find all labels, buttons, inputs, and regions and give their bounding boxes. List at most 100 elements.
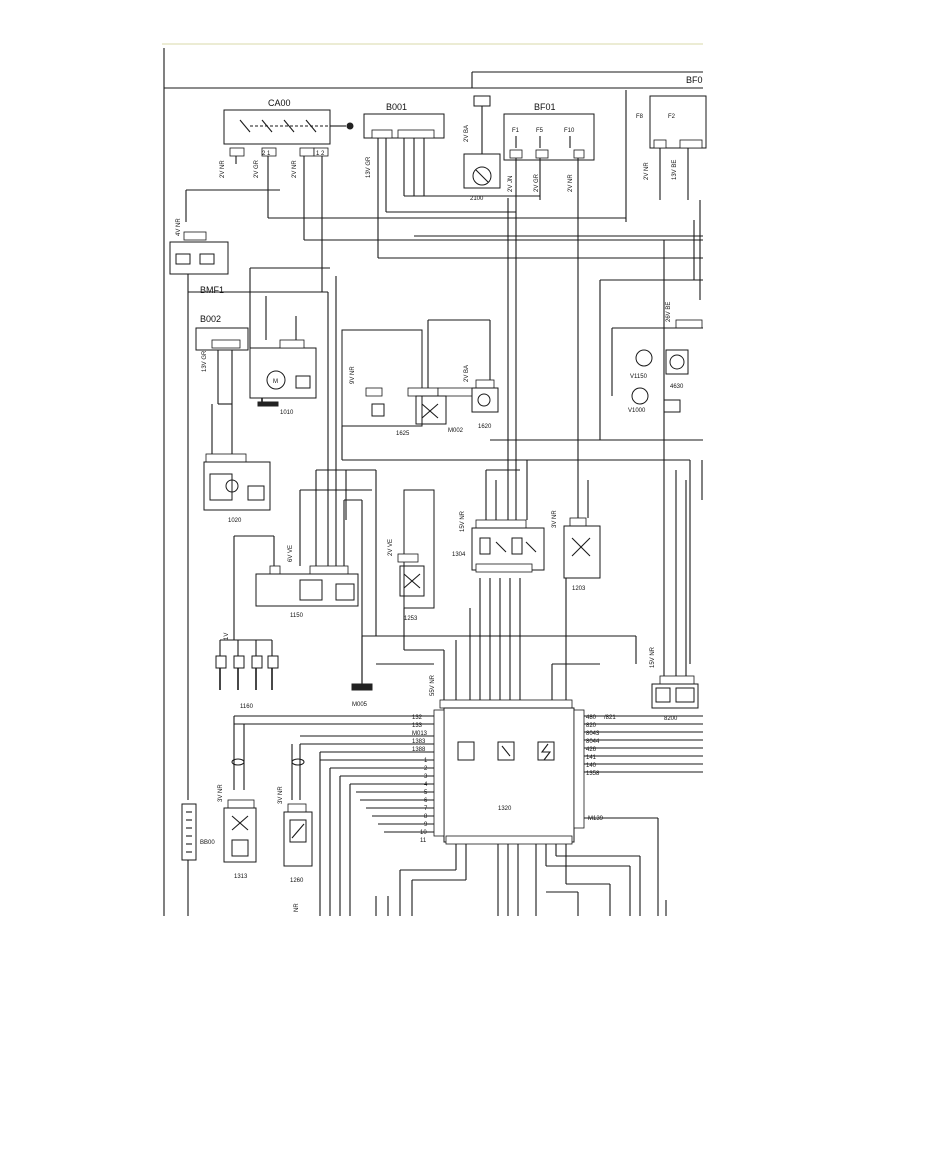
- ecu-pin-right: 140: [586, 763, 597, 769]
- c8200-label: 8200: [664, 716, 678, 722]
- c1253-wire: 2V VE: [388, 539, 394, 556]
- c1620-wire: 2V BA: [464, 365, 470, 382]
- ecu-pin-left: 8: [424, 814, 428, 820]
- v1000-label: V1000: [628, 408, 646, 414]
- diagram-frame: [163, 48, 703, 916]
- ecu-pin-right: 8043: [586, 731, 600, 737]
- ecu-pin-left: 1388: [412, 747, 426, 753]
- c1160-wire: 1V: [224, 633, 230, 640]
- c1203-wire: 3V NR: [552, 510, 558, 528]
- c1260-label: 1260: [290, 878, 304, 884]
- component-1010: M 1010: [249, 267, 330, 416]
- component-1020: 1020: [203, 404, 271, 524]
- component-1160: 1V 1160: [215, 633, 279, 710]
- top-bus-wires: [185, 189, 703, 292]
- bf0-wire-a: 2V NR: [644, 162, 650, 180]
- c1304-label: 1304: [452, 552, 466, 558]
- bf01-label: BF01: [534, 102, 556, 112]
- mid-bus-wires: [316, 279, 703, 684]
- fuse-f10: F10: [564, 128, 575, 134]
- component-m002: M002: [415, 319, 491, 434]
- ca00-wire-mid: 2V GR: [254, 159, 260, 178]
- fuse-f2: F2: [668, 114, 676, 120]
- ecu-pin-left: 132: [412, 715, 423, 721]
- ecu-top-wires: [362, 578, 637, 700]
- component-1313: 3V NR 1313: [218, 716, 257, 880]
- c1253-label: 1253: [404, 616, 418, 622]
- ca00-label: CA00: [268, 98, 291, 108]
- c1625-wire: 9V NR: [350, 366, 356, 384]
- b001-wire: 13V GR: [366, 156, 372, 178]
- component-1260: 3V NR 1260: [278, 744, 313, 884]
- component-2100: 2V BA 2100: [463, 95, 501, 202]
- ecu-pin-right: 141: [586, 755, 597, 761]
- c4630-label: 4630: [670, 384, 684, 390]
- ecu-pin-left: 2: [424, 766, 428, 772]
- ecu-pin-left: 5: [424, 790, 428, 796]
- ecu-pin-left: M013: [412, 731, 428, 737]
- ecu-1320: 55V NR 1320 132 133 M013 1383 1388 1 2 3…: [234, 674, 703, 916]
- c1320-label: 1320: [498, 806, 512, 812]
- b001-label: B001: [386, 102, 407, 112]
- indicator-cluster: 26V BE V1150 V1000 4630: [611, 302, 703, 414]
- c2100-label: 2100: [470, 196, 484, 202]
- c1620-label: 1620: [478, 424, 492, 430]
- right-edge-wires: [693, 200, 703, 500]
- c1625-label: 1625: [396, 431, 410, 437]
- component-8200: 15V NR 8200: [650, 240, 699, 722]
- ecu-pin-right: 480: [586, 715, 597, 721]
- fuse-f1: F1: [512, 128, 520, 134]
- bf01-wire-b: 2V GR: [534, 173, 540, 192]
- component-1253: 2V VE 1253: [388, 489, 435, 622]
- c1313-wire: 3V NR: [218, 784, 224, 802]
- component-1203: 3V NR 1203: [552, 470, 601, 592]
- fuse-f8: F8: [636, 114, 644, 120]
- m002-label: M002: [448, 428, 464, 434]
- ecu-pin-left: 11: [420, 838, 427, 844]
- v1150-label: V1150: [630, 374, 648, 380]
- fuse-f5: F5: [536, 128, 544, 134]
- ecu-pin-right: 820: [586, 723, 597, 729]
- bf0-label: BF0: [686, 75, 703, 85]
- battery-bb00: BB00: [181, 803, 215, 916]
- ecu-pin-left: 1: [424, 758, 428, 764]
- c1313-label: 1313: [234, 874, 248, 880]
- m005-label: M005: [352, 702, 368, 708]
- bf01-fuse-box: BF01 F1 F5 F10 2V JN 2V GR 2V NR: [503, 102, 595, 470]
- bf01-wire-a: 2V JN: [508, 176, 514, 192]
- ecu-pin-right: 426: [586, 747, 597, 753]
- b002-connector: B002 13V GR: [195, 314, 249, 405]
- ecu-pin-right: M139: [588, 816, 604, 822]
- bf0-fuse-box: F8 F2 2V NR 13V BE: [625, 90, 707, 222]
- bmf1-label: BMF1: [200, 285, 224, 295]
- ecu-pin-left: 10: [420, 830, 427, 836]
- ecu-pin-right: 1358: [586, 771, 600, 777]
- bottom-stubs: NR: [294, 752, 667, 916]
- ecu-pin-left: 7: [424, 806, 428, 812]
- ecu-pin-left: 1383: [412, 739, 426, 745]
- b002-label: B002: [200, 314, 221, 324]
- svg-text:1 2: 1 2: [316, 151, 325, 157]
- bmf1-wire: 4V NR: [176, 218, 182, 236]
- c1150-label: 1150: [290, 613, 304, 619]
- bottom-nr-label: NR: [294, 903, 300, 912]
- ground-m005: M005: [351, 636, 373, 708]
- c1010-label: 1010: [280, 410, 294, 416]
- v1150-wire: 26V BE: [666, 302, 672, 322]
- c8200-wire: 15V NR: [650, 646, 656, 668]
- ecu-pin-left: 9: [424, 822, 428, 828]
- ca00-wire-left: 2V NR: [220, 160, 226, 178]
- c1150-wire: 6V VE: [288, 545, 294, 562]
- component-1150: 6V VE 1150: [233, 276, 372, 640]
- c2100-wire: 2V BA: [464, 125, 470, 142]
- ecu-pin-left: 3: [424, 774, 428, 780]
- c1320-top-wire: 55V NR: [430, 674, 436, 696]
- c1260-wire: 3V NR: [278, 786, 284, 804]
- b002-wire: 13V GR: [202, 350, 208, 372]
- ca00-wire-right: 2V NR: [292, 160, 298, 178]
- b001-connector: B001 13V GR: [363, 102, 445, 258]
- ecu-pin-left: 6: [424, 798, 428, 804]
- ecu-pin-right-suffix: /821: [604, 715, 616, 721]
